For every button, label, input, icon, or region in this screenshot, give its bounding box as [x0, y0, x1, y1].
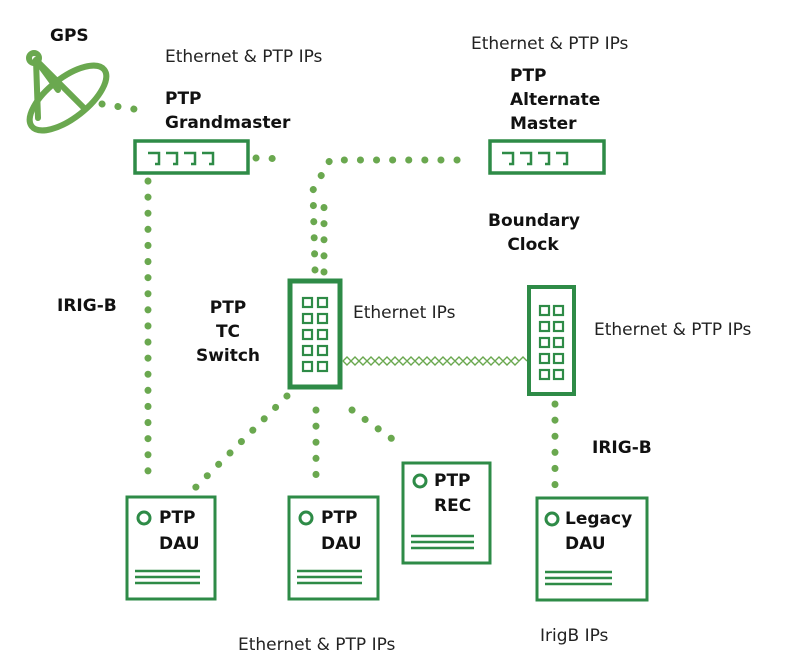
tc-switch-label-line2: TC	[215, 322, 241, 342]
ethernet-ptp-label-top-left: Ethernet & PTP IPs	[165, 47, 323, 67]
ethernet-ptp-label-right: Ethernet & PTP IPs	[594, 320, 752, 340]
legacy-dau-label-line1: Legacy	[565, 509, 633, 529]
ethernet-ptp-label-bottom: Ethernet & PTP IPs	[238, 635, 396, 655]
ptp-dau-2-label-line2: DAU	[321, 534, 362, 554]
link-gps-grandmaster	[98, 100, 144, 114]
grandmaster-router-icon	[133, 139, 250, 175]
alternate-master-label-line2: Alternate	[510, 90, 601, 110]
alternate-master-label-line3: Master	[510, 114, 577, 134]
grandmaster-label-line2: Grandmaster	[165, 113, 291, 133]
irigb-ips-label: IrigB IPs	[540, 626, 609, 646]
gps-label: GPS	[50, 26, 89, 46]
link-switch-alt-master	[309, 156, 474, 274]
legacy-dau-box	[535, 496, 649, 602]
tc-switch-icon	[287, 278, 343, 390]
ptp-dau-1-label-line1: PTP	[159, 508, 196, 528]
ptp-rec-box	[401, 461, 492, 565]
boundary-clock-label-line1: Boundary	[488, 211, 580, 231]
ethernet-ips-label: Ethernet IPs	[353, 303, 456, 323]
ptp-dau-1-box	[125, 495, 217, 601]
ptp-dau-2-box	[287, 495, 380, 601]
ptp-rec-label-line2: REC	[434, 496, 472, 516]
irig-b-label-right: IRIG-B	[592, 438, 652, 458]
link-switch-rec	[348, 406, 406, 450]
boundary-clock-label-line2: Clock	[507, 235, 559, 255]
ethernet-ptp-label-top-right: Ethernet & PTP IPs	[471, 34, 629, 54]
boundary-clock-switch-icon	[527, 285, 576, 396]
ptp-dau-2-label-line1: PTP	[321, 508, 358, 528]
ptp-rec-label-line1: PTP	[434, 471, 471, 491]
link-switch-dau1	[188, 392, 291, 495]
satellite-dish-icon	[26, 50, 110, 134]
legacy-dau-label-line2: DAU	[565, 534, 606, 554]
tc-switch-label-line3: Switch	[195, 346, 261, 366]
ptp-dau-1-label-line2: DAU	[159, 534, 200, 554]
alternate-master-router-icon	[488, 139, 606, 175]
link-grandmaster-alt-master	[252, 154, 292, 163]
alternate-master-label-line1: PTP	[510, 66, 547, 86]
irig-b-label-left: IRIG-B	[57, 296, 117, 316]
link-switch-boundary-clock	[342, 356, 528, 366]
grandmaster-label-line1: PTP	[165, 89, 202, 109]
tc-switch-label-line1: PTP	[209, 298, 247, 318]
